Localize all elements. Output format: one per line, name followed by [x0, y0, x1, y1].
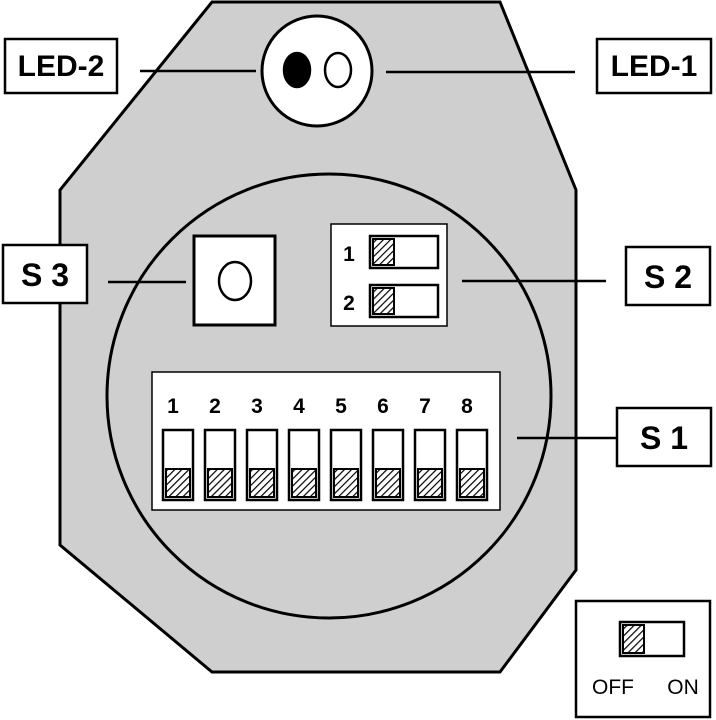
s2-switch-number: 2 — [343, 292, 355, 315]
led-housing — [260, 14, 374, 128]
s1-switch-knob — [165, 468, 191, 498]
s2-switch-knob — [372, 287, 395, 315]
s1-switch-number: 8 — [461, 395, 473, 418]
s2-callout-box — [624, 245, 712, 307]
s2-switch-knob — [372, 238, 395, 266]
led-1-callout-box — [595, 37, 713, 95]
s1-switch-knob — [417, 468, 443, 498]
led-1-label: LED-1 — [611, 50, 698, 83]
led-2-indicator — [282, 51, 312, 89]
s1-switch-knob — [375, 468, 401, 498]
s1-switch-3[interactable] — [245, 428, 279, 502]
s1-switch-knob — [207, 468, 233, 498]
s1-switch-number: 4 — [293, 395, 305, 418]
s1-switch-number: 7 — [419, 395, 431, 418]
s1-switch-8[interactable] — [455, 428, 489, 502]
s1-switch-knob — [291, 468, 317, 498]
legend-on-label: ON — [667, 676, 699, 699]
s1-switch-7[interactable] — [413, 428, 447, 502]
led-2-label: LED-2 — [18, 50, 105, 83]
s3-label: S 3 — [21, 257, 69, 293]
s1-label: S 1 — [640, 420, 688, 456]
legend-box — [574, 599, 712, 719]
legend-off-label: OFF — [592, 676, 634, 699]
s1-switch-5[interactable] — [329, 428, 363, 502]
s1-switch-6[interactable] — [371, 428, 405, 502]
s2-switch-group: 12 — [343, 234, 440, 319]
s1-switch-2[interactable] — [203, 428, 237, 502]
s1-switch-1[interactable] — [161, 428, 195, 502]
s1-switch-number: 1 — [167, 395, 179, 418]
s3-callout-box — [1, 243, 89, 305]
s1-switch-number: 2 — [209, 395, 221, 418]
s1-switch-number: 5 — [335, 395, 347, 418]
led-2-callout-box — [3, 37, 119, 95]
s2-switch-1[interactable] — [368, 234, 440, 270]
s1-switch-number: 6 — [377, 395, 389, 418]
s2-label: S 2 — [644, 259, 692, 295]
s2-switch-number: 1 — [343, 243, 355, 266]
s1-switch-4[interactable] — [287, 428, 321, 502]
s1-switch-knob — [249, 468, 275, 498]
s3-push-button — [217, 260, 253, 302]
s1-switch-group: 1 2 3 4 5 6 7 8 — [161, 395, 489, 502]
s1-switch-number: 3 — [251, 395, 263, 418]
s2-switch-2[interactable] — [368, 283, 440, 319]
s1-callout-box — [615, 406, 713, 468]
s1-switch-knob — [333, 468, 359, 498]
led-1-indicator — [323, 51, 353, 89]
s1-switch-knob — [459, 468, 485, 498]
legend-switch-icon — [618, 620, 686, 658]
